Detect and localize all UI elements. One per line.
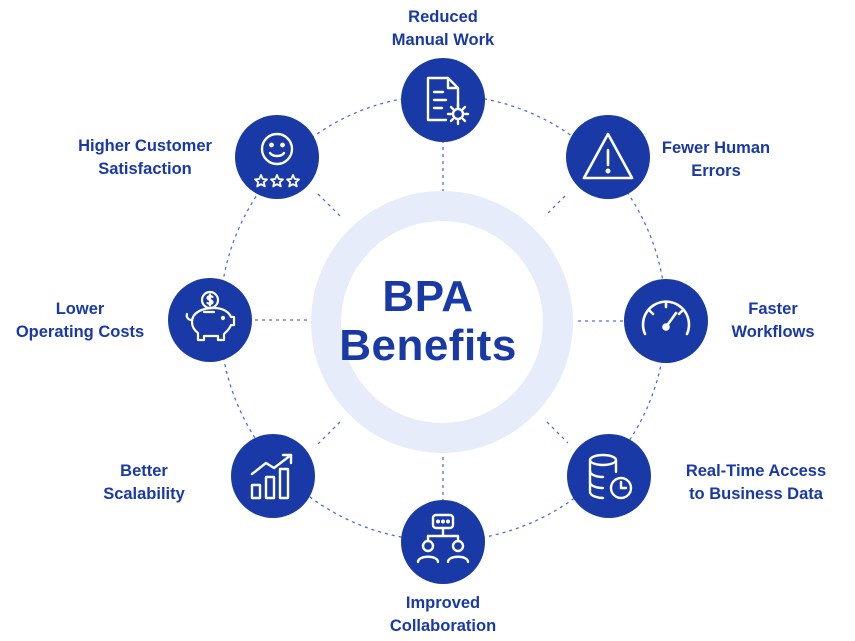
- node-real-time-access: [567, 434, 651, 518]
- center-ring: [311, 191, 573, 453]
- database-clock-icon: [588, 453, 633, 500]
- speedometer-icon: [641, 300, 691, 336]
- center-title-line1: BPA: [382, 272, 474, 321]
- spoke-bottom-right: [546, 421, 569, 444]
- node-lower-operating-costs: [168, 278, 252, 362]
- node-reduced-manual-work: [401, 58, 485, 142]
- label-line: Higher Customer: [78, 137, 212, 155]
- label-line: Reduced: [408, 8, 478, 26]
- label-line: Errors: [691, 162, 741, 180]
- label-line: Better: [120, 462, 168, 480]
- label-line: Operating Costs: [15, 323, 145, 341]
- label-improved-collaboration: Improved Collaboration: [343, 592, 543, 638]
- node-better-scalability: [231, 434, 315, 518]
- label-line: Faster: [748, 300, 798, 318]
- team-chat-icon: [416, 513, 470, 564]
- smiley-stars-icon: [260, 132, 294, 166]
- document-gear-icon: [426, 76, 470, 126]
- center-title-line2: Benefits: [339, 321, 517, 370]
- label-fewer-human-errors: Fewer Human Errors: [656, 137, 776, 183]
- node-faster-workflows: [624, 279, 708, 363]
- label-lower-operating-costs: Lower Operating Costs: [5, 298, 155, 344]
- label-reduced-manual-work: Reduced Manual Work: [343, 6, 543, 52]
- rating-stars: [254, 174, 300, 188]
- label-line: Real-Time Access: [685, 462, 827, 480]
- spokes: [255, 140, 625, 500]
- node-higher-customer-satisfaction: [235, 115, 319, 199]
- node-fewer-human-errors: [566, 115, 650, 199]
- growth-chart-icon: [250, 453, 293, 500]
- piggy-bank-icon: [185, 290, 236, 342]
- spoke-top-left: [317, 193, 341, 217]
- label-line: to Business Data: [689, 485, 823, 503]
- label-line: Satisfaction: [98, 160, 192, 178]
- warning-triangle-icon: [582, 132, 634, 180]
- node-improved-collaboration: [401, 500, 485, 584]
- label-line: Lower: [55, 300, 105, 318]
- label-better-scalability: Better Scalability: [84, 460, 204, 506]
- label-real-time-access: Real-Time Access to Business Data: [661, 460, 851, 506]
- label-line: Collaboration: [389, 617, 497, 635]
- spoke-top-right: [544, 195, 566, 217]
- label-higher-customer-satisfaction: Higher Customer Satisfaction: [60, 135, 230, 181]
- label-line: Improved: [405, 594, 481, 612]
- spoke-bottom-left: [317, 421, 341, 445]
- label-line: Manual Work: [391, 31, 495, 49]
- label-faster-workflows: Faster Workflows: [713, 298, 833, 344]
- label-line: Workflows: [731, 323, 815, 341]
- label-line: Scalability: [103, 485, 185, 503]
- label-line: Fewer Human: [661, 139, 771, 157]
